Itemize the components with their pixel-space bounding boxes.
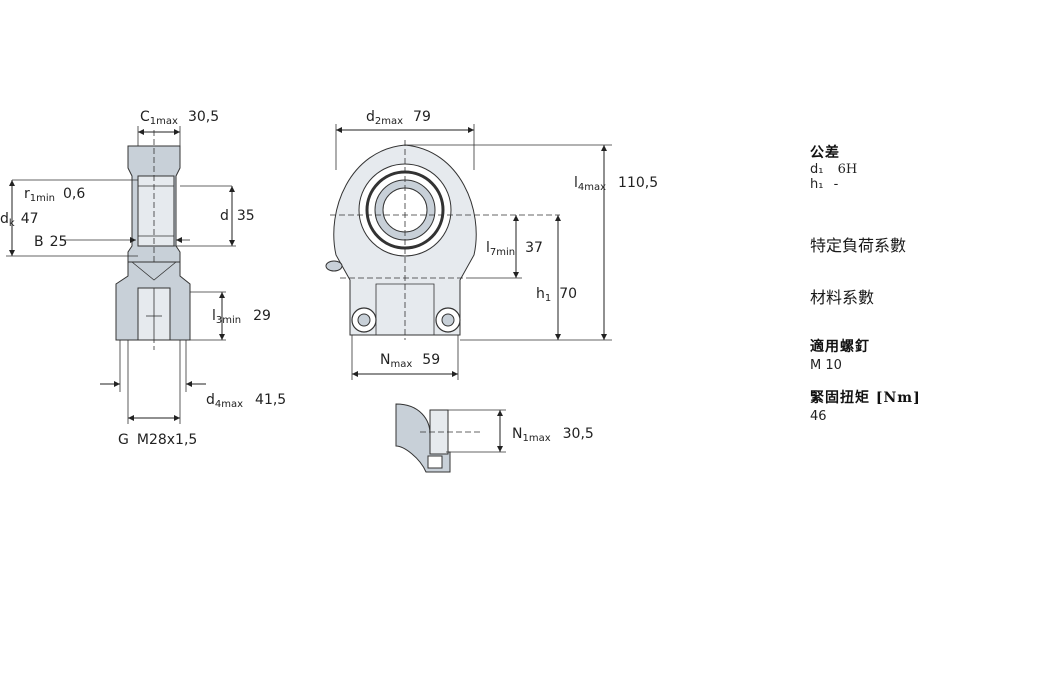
torque-block: 緊固扭矩 [Nm] 46: [810, 387, 921, 424]
detail-clamp: [395, 403, 451, 473]
screw-value: M 10: [810, 358, 842, 373]
material-factor-heading: 材料系數: [810, 288, 875, 307]
side-inner-ring: [137, 175, 175, 247]
load-factor-heading: 特定負荷系數: [810, 236, 907, 255]
tol-h1-row: h₁ -: [810, 177, 839, 192]
screw-heading: 適用螺釘: [810, 339, 870, 355]
screw-block: 適用螺釘 M 10: [810, 336, 870, 373]
torque-heading: 緊固扭矩 [Nm]: [810, 390, 921, 406]
tolerance-block: 公差 d₁ 6H h₁ -: [810, 142, 857, 192]
torque-value: 46: [810, 409, 827, 424]
grease-nipple: [325, 260, 343, 272]
tolerance-heading: 公差: [810, 145, 840, 161]
tol-d1-row: d₁ 6H: [810, 162, 858, 177]
